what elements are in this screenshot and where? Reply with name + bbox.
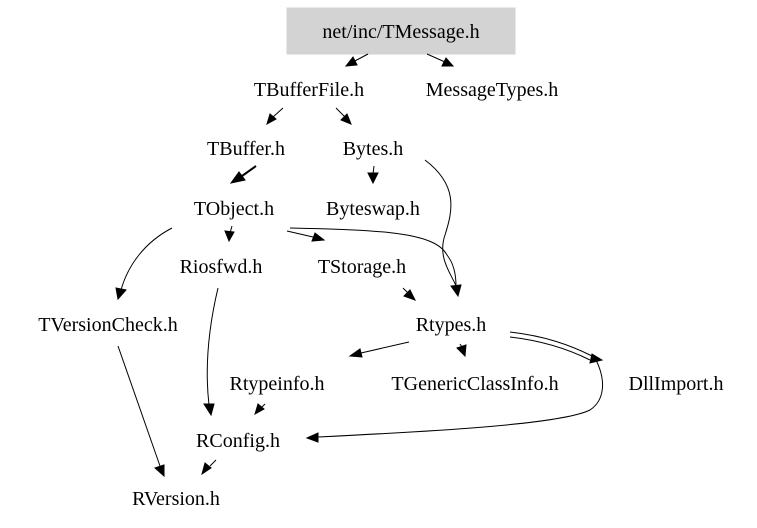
edge-tversioncheck-rversion [117,345,161,467]
arrow-tbufferfile-tbuffer [266,113,277,126]
edge-rtypes-dllimport-b [509,336,591,361]
arrow-rtypes-rtypeinfo [348,348,363,358]
edge-rtypes-rtypeinfo [360,341,410,354]
arrow-tobject-tstorage [311,232,326,242]
arrow-tobject-tversioncheck [115,287,127,301]
edge-tbufferfile-bytes [335,107,346,118]
edge-tobject-rtypes [289,227,457,287]
arrow-tmessage-tbufferfile [344,56,358,67]
nodes: net/inc/TMessage.h TBufferFile.h Message… [38,21,723,510]
node-tbuffer[interactable]: TBuffer.h [207,138,285,160]
node-tstorage[interactable]: TStorage.h [318,256,406,278]
arrow-tversioncheck-rversion [154,464,165,478]
node-tbufferfile[interactable]: TBufferFile.h [254,79,364,101]
node-rtypeinfo[interactable]: Rtypeinfo.h [230,373,325,395]
edge-tbuffer-tobject [241,165,257,177]
arrow-tbuffer-tobject [229,171,246,184]
edge-riosfwd-rconfig [206,287,219,406]
edge-rtypes-dllimport-a [509,331,593,357]
node-riosfwd[interactable]: Riosfwd.h [180,256,263,278]
arrow-rtypeinfo-rconfig [254,403,265,416]
arrow-tobject-riosfwd [224,230,235,243]
node-rconfig[interactable]: RConfig.h [196,430,280,452]
edges [115,53,604,478]
arrow-bytes-rtypes [450,284,462,298]
arrow-rtypes-tgenericclassinfo [456,344,467,358]
node-bytes[interactable]: Bytes.h [343,138,404,160]
arrow-tmessage-messagetypes [441,57,455,67]
root-node-box [286,7,516,55]
node-tmessage[interactable]: net/inc/TMessage.h [322,21,479,43]
node-rtypes[interactable]: Rtypes.h [416,314,487,336]
edge-tmessage-tbufferfile [352,53,369,63]
arrow-rconfig-rversion [201,462,212,476]
node-tgenericclassinfo[interactable]: TGenericClassInfo.h [391,373,558,395]
node-byteswap[interactable]: Byteswap.h [326,198,420,220]
edge-tobject-tstorage [286,230,314,238]
edge-tobject-tversioncheck [120,227,173,291]
node-rversion[interactable]: RVersion.h [132,488,220,510]
node-tversioncheck[interactable]: TVersionCheck.h [38,314,177,336]
arrow-riosfwd-rconfig [203,403,215,417]
edge-rconfig-rversion [209,459,217,467]
arrow-tbufferfile-bytes [340,113,352,125]
arrow-rtypes-dllimport [589,353,604,364]
node-dllimport[interactable]: DllImport.h [629,373,724,395]
arrow-rtypes-rconfig [305,432,319,443]
edge-tbufferfile-tbuffer [272,107,284,118]
edge-tmessage-messagetypes [426,53,446,63]
node-messagetypes[interactable]: MessageTypes.h [426,79,558,101]
node-tobject[interactable]: TObject.h [194,198,274,220]
edge-rtypes-rconfig [317,359,603,438]
edge-bytes-rtypes [424,159,457,287]
arrow-bytes-byteswap [367,172,379,185]
arrow-tstorage-rtypes [403,289,417,301]
